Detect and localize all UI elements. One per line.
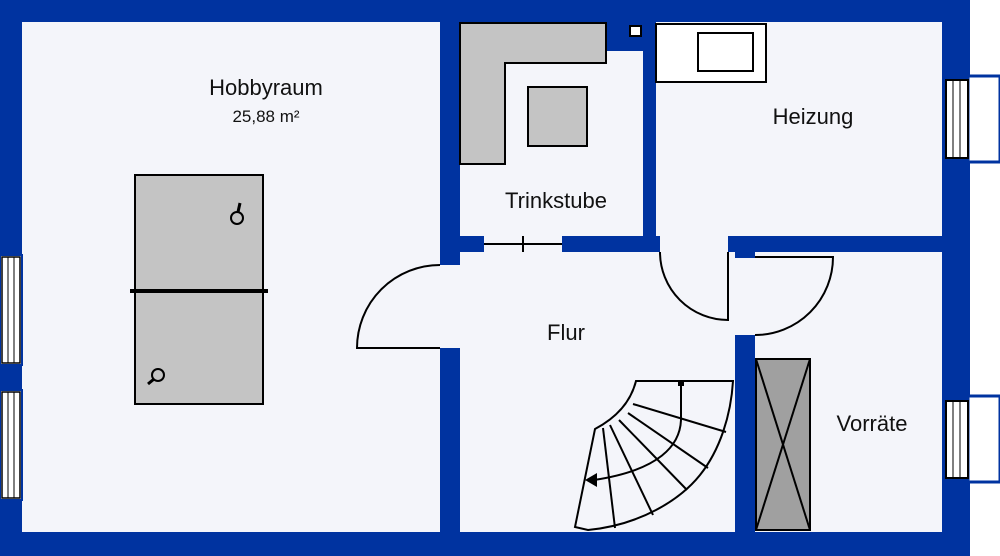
door-gap-vorraete <box>735 258 755 335</box>
table <box>527 86 588 147</box>
door-heizung[interactable] <box>659 251 729 322</box>
room-label-flur: Flur <box>547 320 585 345</box>
window <box>945 394 1000 484</box>
doorway-heizung <box>660 236 728 252</box>
room-flur <box>460 252 735 532</box>
doorway-hobbyraum <box>440 265 460 348</box>
storage-shelf <box>755 358 811 531</box>
corner-bench <box>459 22 607 165</box>
room-trinkstube-part <box>607 51 643 236</box>
arrow-icon <box>585 473 597 487</box>
boiler-panel <box>697 32 754 72</box>
window <box>945 74 1000 164</box>
wall-stub <box>735 252 755 258</box>
door-vorraete[interactable] <box>754 256 835 336</box>
vent-icon <box>629 25 642 37</box>
window <box>0 254 23 366</box>
window <box>0 389 23 501</box>
door-hobbyraum[interactable] <box>355 264 441 349</box>
room-label-heizung: Heizung <box>773 104 854 129</box>
spiral-staircase <box>573 380 735 532</box>
paddle-icon <box>147 368 165 386</box>
room-area-hobbyraum: 25,88 m² <box>232 107 299 126</box>
paddle-icon <box>230 202 244 225</box>
room-label-vorraete: Vorräte <box>837 411 908 436</box>
room-label-hobbyraum: Hobbyraum <box>209 75 323 100</box>
room-label-trinkstube: Trinkstube <box>505 188 607 213</box>
